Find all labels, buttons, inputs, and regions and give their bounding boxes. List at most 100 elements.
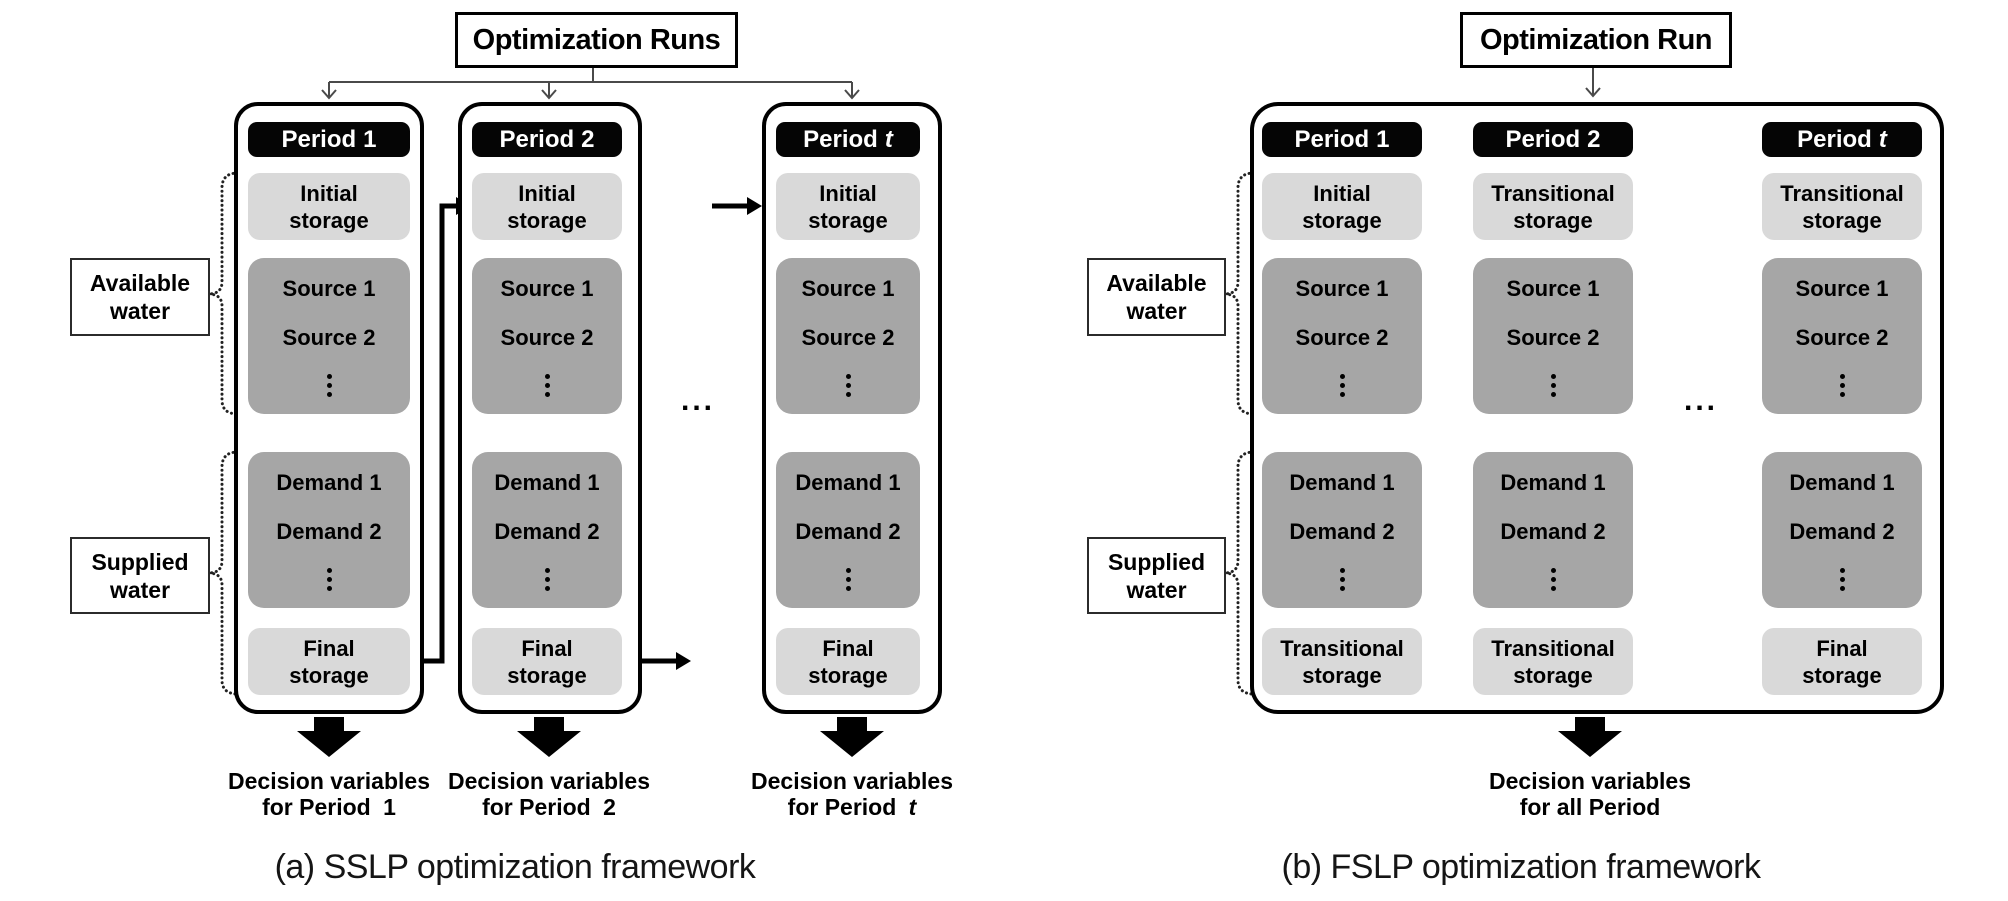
thick-down-arrow-icon xyxy=(820,717,884,757)
demand-item: Demand 2 xyxy=(276,518,382,544)
panel-a-decision-arrows xyxy=(297,717,884,757)
open-arrowhead-icon xyxy=(541,89,557,100)
storage-line: Initial xyxy=(300,180,358,206)
storage-line: storage xyxy=(1802,207,1882,233)
panel-b-title-box: Optimization Run xyxy=(1460,12,1732,68)
source-item: Source 2 xyxy=(1506,324,1600,350)
panel-a-title-box: Optimization Runs xyxy=(455,12,738,68)
label-line: Available xyxy=(1106,270,1207,296)
storage-line: storage xyxy=(1802,662,1882,688)
transitional-storage-box: Transitional storage xyxy=(1473,173,1633,240)
demands-block: Demand 1 Demand 2 xyxy=(1262,452,1422,608)
transitional-storage-box: Transitional storage xyxy=(1762,173,1922,240)
horizontal-ellipsis: ... xyxy=(680,384,715,417)
demand-item: Demand 1 xyxy=(1789,469,1895,495)
decision-line: Decision variables xyxy=(228,768,430,794)
source-item: Source 2 xyxy=(1795,324,1889,350)
period-header-text: Period xyxy=(1797,125,1872,153)
source-item: Source 2 xyxy=(500,324,594,350)
storage-line: storage xyxy=(289,662,369,688)
storage-line: Transitional xyxy=(1491,635,1615,661)
panel-b-caption: (b) FSLP optimization framework xyxy=(1281,848,1761,886)
period-header-text: Period xyxy=(1294,125,1370,153)
decision-line: Decision variables xyxy=(751,768,953,794)
vertical-ellipsis-icon xyxy=(1550,373,1556,397)
demand-item: Demand 1 xyxy=(1289,469,1395,495)
decision-line: Decision variables xyxy=(448,768,650,794)
storage-line: storage xyxy=(507,662,587,688)
transitional-storage-box: Transitional storage xyxy=(1473,628,1633,695)
source-item: Source 1 xyxy=(1295,275,1389,301)
vertical-ellipsis-icon xyxy=(544,373,550,397)
storage-line: storage xyxy=(507,207,587,233)
demand-item: Demand 1 xyxy=(1500,469,1606,495)
source-item: Source 2 xyxy=(801,324,895,350)
panel-a-caption: (a) SSLP optimization framework xyxy=(274,848,756,886)
decision-line: for Period t xyxy=(787,794,917,820)
vertical-ellipsis-icon xyxy=(845,567,851,591)
demand-item: Demand 2 xyxy=(1789,518,1895,544)
demand-item: Demand 2 xyxy=(494,518,600,544)
decision-line: Decision variables xyxy=(1489,768,1691,794)
initial-storage-box: Initial storage xyxy=(248,173,410,240)
period-header-text: Period xyxy=(1505,125,1581,153)
vertical-ellipsis-icon xyxy=(326,567,332,591)
thick-down-arrow-icon xyxy=(297,717,361,757)
label-line: Available xyxy=(89,270,191,296)
period-header-number: t xyxy=(884,125,893,153)
period-header: Period 2 xyxy=(1473,122,1633,157)
final-storage-box: Final storage xyxy=(248,628,410,695)
available-water-label: Available water xyxy=(70,258,210,336)
open-arrowhead-icon xyxy=(844,89,860,100)
storage-line: Transitional xyxy=(1780,180,1904,206)
period-header: Period 1 xyxy=(1262,122,1422,157)
demands-block: Demand 1 Demand 2 xyxy=(248,452,410,608)
final-storage-box: Final storage xyxy=(776,628,920,695)
period-header-number: 2 xyxy=(1587,125,1601,153)
demand-item: Demand 1 xyxy=(494,469,600,495)
vertical-ellipsis-icon xyxy=(1339,373,1345,397)
panel-b-decision-arrow xyxy=(1558,717,1622,757)
supplied-water-label: Supplied water xyxy=(70,537,210,614)
storage-line: Final xyxy=(822,635,874,661)
storage-line: Initial xyxy=(1313,180,1371,206)
label-line: water xyxy=(109,298,171,324)
source-item: Source 1 xyxy=(1506,275,1600,301)
period-header-number: t xyxy=(1878,125,1887,153)
demand-item: Demand 1 xyxy=(795,469,901,495)
supplied-water-label: Supplied water xyxy=(1087,537,1226,614)
storage-line: Final xyxy=(1816,635,1868,661)
source-item: Source 2 xyxy=(282,324,376,350)
decision-line: for all Period xyxy=(1519,794,1661,820)
source-item: Source 1 xyxy=(282,275,376,301)
vertical-ellipsis-icon xyxy=(1839,567,1845,591)
demand-item: Demand 2 xyxy=(1289,518,1395,544)
transitional-storage-box: Transitional storage xyxy=(1262,628,1422,695)
initial-storage-box: Initial storage xyxy=(1262,173,1422,240)
sources-block: Source 1 Source 2 xyxy=(1262,258,1422,414)
demand-item: Demand 2 xyxy=(795,518,901,544)
period-header-text: Period xyxy=(803,125,878,153)
vertical-ellipsis-icon xyxy=(1550,567,1556,591)
sources-block: Source 1 Source 2 xyxy=(472,258,622,414)
period-header: Period 1 xyxy=(248,122,410,157)
vertical-ellipsis-icon xyxy=(845,373,851,397)
storage-line: Final xyxy=(521,635,573,661)
initial-storage-box: Initial storage xyxy=(776,173,920,240)
final-storage-box: Final storage xyxy=(472,628,622,695)
period-header: Period t xyxy=(776,122,920,157)
available-water-label: Available water xyxy=(1087,258,1226,336)
decision-text-period-1: Decision variables for Period 1 xyxy=(219,768,439,820)
storage-line: storage xyxy=(1513,662,1593,688)
source-item: Source 2 xyxy=(1295,324,1389,350)
period-header: Period 2 xyxy=(472,122,622,157)
demands-block: Demand 1 Demand 2 xyxy=(472,452,622,608)
demands-block: Demand 1 Demand 2 xyxy=(776,452,920,608)
decision-line: for Period 2 xyxy=(482,794,616,820)
period-header-number: 2 xyxy=(581,125,595,153)
sources-block: Source 1 Source 2 xyxy=(248,258,410,414)
vertical-ellipsis-icon xyxy=(544,567,550,591)
label-line: Supplied xyxy=(91,548,189,575)
source-item: Source 1 xyxy=(801,275,895,301)
